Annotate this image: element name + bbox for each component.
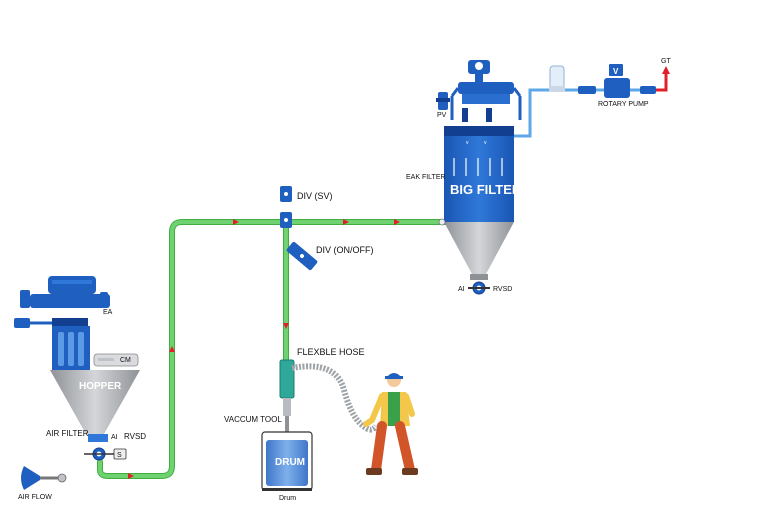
s-badge: S	[117, 452, 122, 459]
drum-label: DRUM	[275, 457, 305, 468]
bottom-rvsd-label: RVSD	[124, 432, 147, 441]
big-filter-unit: v v	[436, 60, 522, 295]
flow-arrow	[233, 219, 239, 225]
flow-arrows	[128, 219, 400, 479]
flow-arrow	[394, 219, 400, 225]
exhaust-line: V	[514, 64, 670, 138]
pipeline-network	[97, 219, 449, 479]
v-badge: V	[613, 67, 619, 76]
hopper-cone	[50, 370, 140, 434]
div-sv-label: DIV (SV)	[297, 191, 333, 201]
flexible-hose-label: FLEXBLE HOSE	[297, 347, 365, 357]
air-flow-label: AIR FLOW	[18, 494, 52, 501]
div-onoff-valve	[286, 241, 318, 271]
flexible-hose	[291, 363, 379, 433]
vacuum-tool	[279, 359, 379, 436]
drum-caption: Drum	[279, 495, 297, 502]
drum	[266, 440, 308, 486]
svg-text:v: v	[484, 140, 487, 146]
air-filter-label: AIR FILTER	[46, 429, 89, 438]
flow-arrow	[169, 346, 175, 352]
gt-label: GT	[661, 58, 671, 65]
bottom-ai-label: AI	[111, 434, 118, 441]
vacuum-tool-label: VACCUM TOOL	[224, 415, 282, 424]
top-rvsd-label: RVSD	[493, 286, 513, 293]
hopper-label: HOPPER	[79, 381, 122, 392]
gt-arrow	[662, 66, 670, 74]
big-filter-label: BIG FILTER	[450, 182, 522, 197]
rotary-pump	[604, 78, 630, 98]
hopper-unit: S	[14, 276, 140, 461]
rotary-pump-label: ROTARY PUMP	[598, 101, 649, 108]
eak-filter-label: EAK FILTER	[406, 174, 446, 181]
diverter-valves	[280, 186, 318, 271]
pv-label: PV	[437, 112, 447, 119]
flow-arrow	[283, 323, 289, 329]
flow-arrow	[128, 473, 134, 479]
drum-unit	[261, 431, 313, 491]
svg-text:v: v	[466, 140, 469, 146]
air-flow-blower	[21, 466, 67, 490]
ea-label: EA	[103, 309, 113, 316]
flow-arrow	[343, 219, 349, 225]
top-ai-label: AI	[458, 286, 465, 293]
worker-figure	[363, 373, 418, 475]
inline-filter	[549, 65, 565, 89]
div-onoff-label: DIV (ON/OFF)	[316, 245, 374, 255]
cm-label: CM	[120, 357, 131, 364]
filter-manifold	[458, 82, 514, 94]
filter-cone	[444, 222, 514, 274]
main-pipe	[98, 220, 448, 478]
